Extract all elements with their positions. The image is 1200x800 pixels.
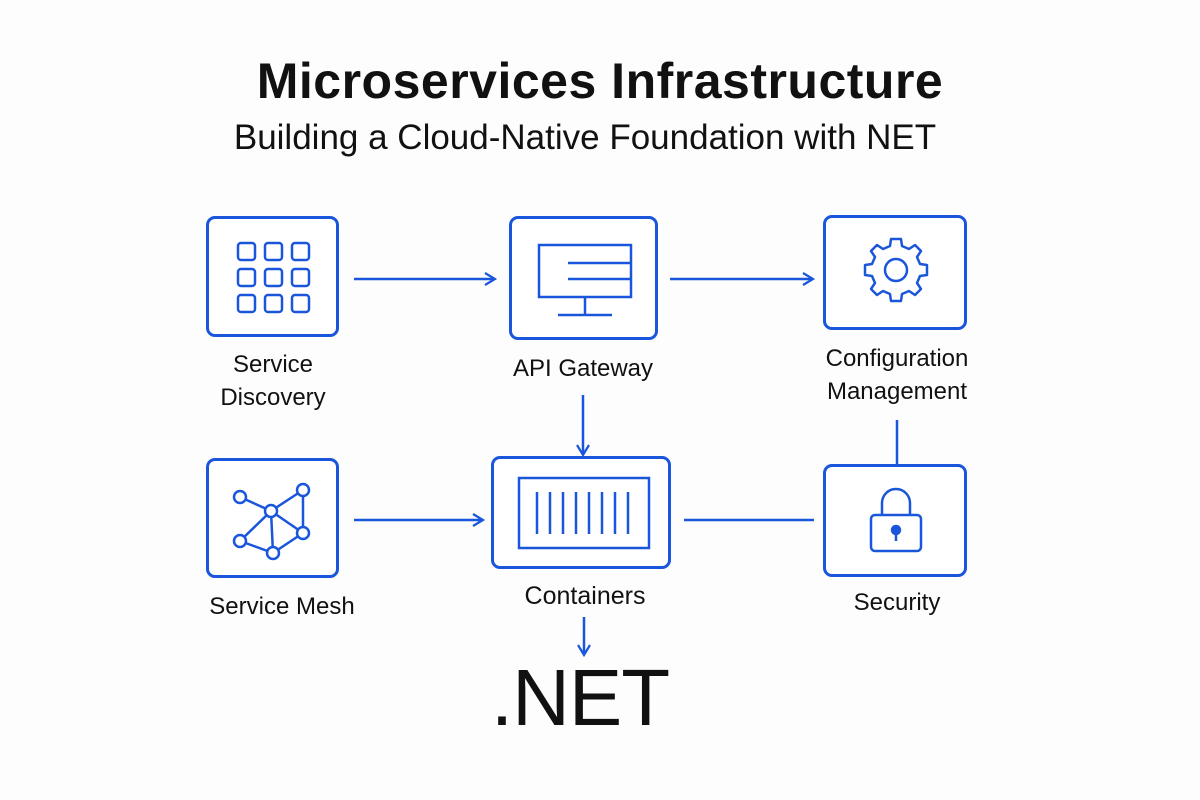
monitor-icon <box>537 243 633 317</box>
service-mesh-label: Service Mesh <box>209 593 355 620</box>
service-discovery-node <box>206 216 339 337</box>
network-icon <box>232 482 311 561</box>
configuration-management-label: Configuration Management <box>825 345 969 405</box>
security-label: Security <box>853 589 941 616</box>
diagram-title: Microservices Infrastructure <box>256 53 944 109</box>
api-gateway-node <box>509 216 658 340</box>
service-mesh-node <box>206 458 339 578</box>
containers-label: Containers <box>524 582 646 610</box>
configuration-management-node <box>823 215 967 330</box>
containers-node <box>491 456 671 569</box>
api-gateway-label: API Gateway <box>512 355 654 382</box>
gear-icon <box>863 237 929 303</box>
security-node <box>823 464 967 577</box>
diagram-subtitle: Building a Cloud-Native Foundation with … <box>233 118 937 157</box>
container-icon <box>517 476 651 550</box>
service-discovery-label: Service Discovery <box>220 351 326 411</box>
lock-icon <box>869 487 923 553</box>
dotnet-label: .NET <box>490 653 670 742</box>
grid-icon <box>236 241 311 314</box>
